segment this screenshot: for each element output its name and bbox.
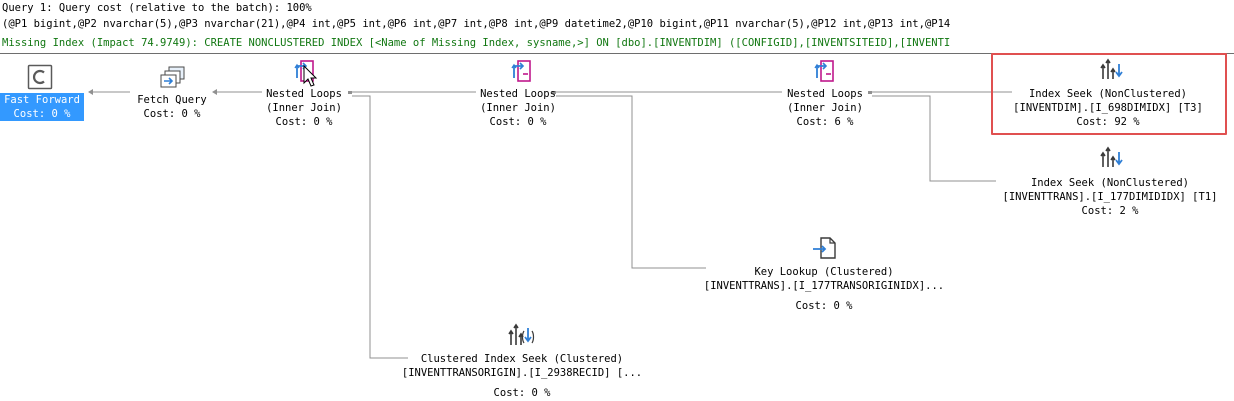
index-seek-2-label: Index Seek (NonClustered) <box>1030 177 1190 189</box>
clustered-index-seek-cost: Cost: 0 % <box>493 387 551 399</box>
query-parameters-line: (@P1 bigint,@P2 nvarchar(5),@P3 nvarchar… <box>2 18 951 30</box>
index-seek-1-object: [INVENTDIM].[I_698DIMIDX] [T3] <box>1013 102 1203 114</box>
key-lookup-label: Key Lookup (Clustered) <box>754 266 894 278</box>
nested-loops-icon[interactable] <box>509 58 535 86</box>
key-lookup-node[interactable]: Key Lookup (Clustered) [INVENTTRANS].[I_… <box>696 265 952 313</box>
connector-seek2-to-nl3 <box>872 95 996 182</box>
missing-index-hint[interactable]: Missing Index (Impact 74.9749): CREATE N… <box>2 37 951 49</box>
nested-loops-1-cost: Cost: 0 % <box>275 116 333 128</box>
clustered-index-seek-object: [INVENTTRANSORIGIN].[I_2938RECID] [... <box>401 367 643 379</box>
nested-loops-2-cost: Cost: 0 % <box>489 116 547 128</box>
fetch-query-node[interactable]: Fetch Query Cost: 0 % <box>120 93 224 121</box>
connector-keylookup-to-nl2 <box>556 95 706 269</box>
index-seek-1-cost: Cost: 92 % <box>1076 116 1140 128</box>
nested-loops-1-sub: (Inner Join) <box>266 102 342 114</box>
nested-loops-3-sub: (Inner Join) <box>787 102 863 114</box>
fast-forward-label: Fast Forward <box>0 93 84 107</box>
key-lookup-object: [INVENTTRANS].[I_177TRANSORIGINIDX]... <box>703 280 945 292</box>
index-seek-icon[interactable] <box>1099 146 1125 170</box>
nested-loops-1-label: Nested Loops <box>266 88 342 100</box>
nested-loops-1-node[interactable]: Nested Loops (Inner Join) Cost: 0 % <box>252 87 356 129</box>
cursor-icon[interactable] <box>27 64 53 90</box>
connector-clustered-to-nl1 <box>352 95 408 359</box>
index-seek-icon[interactable] <box>1099 58 1125 82</box>
nested-loops-3-node[interactable]: Nested Loops (Inner Join) Cost: 6 % <box>770 87 880 129</box>
nested-loops-3-label: Nested Loops <box>787 88 863 100</box>
nested-loops-3-cost: Cost: 6 % <box>796 116 854 128</box>
fetch-query-cost: Cost: 0 % <box>143 108 201 120</box>
mouse-pointer-icon <box>303 65 318 87</box>
fetch-query-label: Fetch Query <box>137 94 207 106</box>
clustered-index-seek-icon[interactable] <box>507 322 535 348</box>
index-seek-2-object: [INVENTTRANS].[I_177DIMIDIDX] [T1] <box>1002 191 1218 203</box>
highlight-box <box>991 53 1227 135</box>
fast-forward-cost: Cost: 0 % <box>0 107 84 121</box>
nested-loops-2-sub: (Inner Join) <box>480 102 556 114</box>
index-seek-2-node[interactable]: Index Seek (NonClustered) [INVENTTRANS].… <box>994 176 1226 218</box>
clustered-index-seek-label: Clustered Index Seek (Clustered) <box>420 353 624 365</box>
query-cost-header: Query 1: Query cost (relative to the bat… <box>2 2 312 14</box>
nested-loops-icon[interactable] <box>812 58 838 86</box>
nested-loops-2-node[interactable]: Nested Loops (Inner Join) Cost: 0 % <box>466 87 570 129</box>
fetch-query-icon[interactable] <box>160 66 186 90</box>
index-seek-1-node[interactable]: Index Seek (NonClustered) [INVENTDIM].[I… <box>998 87 1218 129</box>
index-seek-2-cost: Cost: 2 % <box>1081 205 1139 217</box>
key-lookup-cost: Cost: 0 % <box>795 300 853 312</box>
key-lookup-icon[interactable] <box>811 236 837 260</box>
header-separator <box>0 53 1234 54</box>
index-seek-1-label: Index Seek (NonClustered) <box>1028 88 1188 100</box>
fast-forward-node[interactable]: Fast Forward Cost: 0 % <box>0 93 84 121</box>
nested-loops-2-label: Nested Loops <box>480 88 556 100</box>
clustered-index-seek-node[interactable]: Clustered Index Seek (Clustered) [INVENT… <box>398 352 646 400</box>
